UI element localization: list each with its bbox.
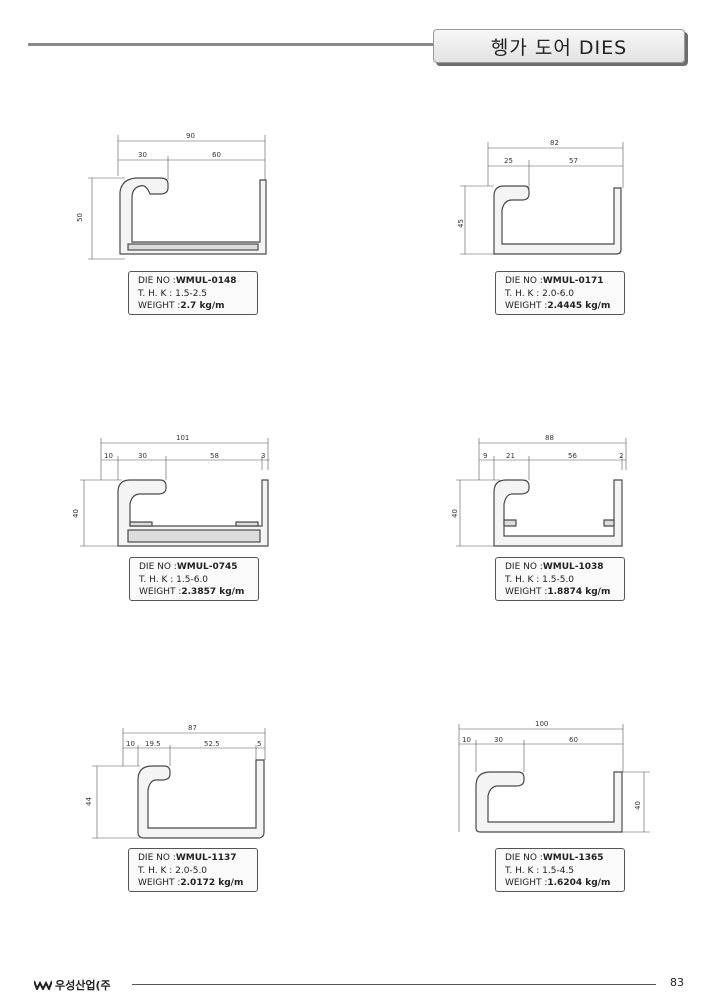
dim-height: 44 xyxy=(85,797,93,806)
dim-height: 40 xyxy=(451,509,459,518)
dim-height: 40 xyxy=(72,509,80,518)
dim-lead: 10 xyxy=(104,452,113,460)
dim-total: 100 xyxy=(535,720,548,728)
dim-lead: 9 xyxy=(483,452,487,460)
dim-b: 60 xyxy=(212,151,221,159)
dim-b: 58 xyxy=(210,452,219,460)
company-logo-icon xyxy=(34,980,52,990)
dim-total: 90 xyxy=(186,132,195,140)
dim-total: 82 xyxy=(550,139,559,147)
dim-a: 21 xyxy=(506,452,515,460)
die-label-wmul-1365: DIE NO :WMUL-1365 T. H. K : 1.5-4.5 WEIG… xyxy=(495,848,625,892)
die-label-wmul-1137: DIE NO :WMUL-1137 T. H. K : 2.0-5.0 WEIG… xyxy=(128,848,258,892)
dim-a: 30 xyxy=(138,151,147,159)
dim-lead: 10 xyxy=(126,740,135,748)
die-label-wmul-0745: DIE NO :WMUL-0745 T. H. K : 1.5-6.0 WEIG… xyxy=(129,557,259,601)
dim-a: 30 xyxy=(138,452,147,460)
dim-b: 56 xyxy=(568,452,577,460)
profile-wmul-1038: 88 9 21 56 2 40 xyxy=(451,434,627,547)
footer-company: 우성산업(주 xyxy=(34,977,111,993)
dim-tail: 3 xyxy=(261,452,265,460)
dim-height: 40 xyxy=(634,801,642,810)
dim-lead: 10 xyxy=(462,736,471,744)
dim-total: 87 xyxy=(188,724,197,732)
dim-height: 45 xyxy=(457,219,465,228)
footer-rule xyxy=(132,984,656,985)
dim-b: 60 xyxy=(569,736,578,744)
dim-a: 25 xyxy=(504,157,513,165)
profile-wmul-0148: 90 30 60 50 xyxy=(76,132,267,260)
profile-wmul-1137: 87 10 19.5 52.5 5 44 xyxy=(85,724,266,839)
profile-wmul-0171: 82 25 57 45 xyxy=(457,139,624,255)
dim-total: 88 xyxy=(545,434,554,442)
die-label-wmul-1038: DIE NO :WMUL-1038 T. H. K : 1.5-5.0 WEIG… xyxy=(495,557,625,601)
profile-wmul-0745: 101 10 30 58 3 40 xyxy=(72,434,270,547)
dim-a: 19.5 xyxy=(145,740,161,748)
dim-b: 52.5 xyxy=(204,740,220,748)
profile-wmul-1365: 100 10 30 60 40 xyxy=(458,720,650,833)
die-label-wmul-0148: DIE NO :WMUL-0148 T. H. K : 1.5-2.5 WEIG… xyxy=(128,271,258,315)
page-title: 헹가 도어 DIES xyxy=(433,29,685,63)
page-number: 83 xyxy=(670,976,684,989)
dim-total: 101 xyxy=(176,434,189,442)
header-rule xyxy=(28,43,438,46)
dim-height: 50 xyxy=(76,213,84,222)
dim-tail: 2 xyxy=(619,452,623,460)
die-label-wmul-0171: DIE NO :WMUL-0171 T. H. K : 2.0-6.0 WEIG… xyxy=(495,271,625,315)
dim-b: 57 xyxy=(569,157,578,165)
dim-a: 30 xyxy=(494,736,503,744)
dim-tail: 5 xyxy=(257,740,261,748)
company-name: 우성산업(주 xyxy=(55,979,111,992)
